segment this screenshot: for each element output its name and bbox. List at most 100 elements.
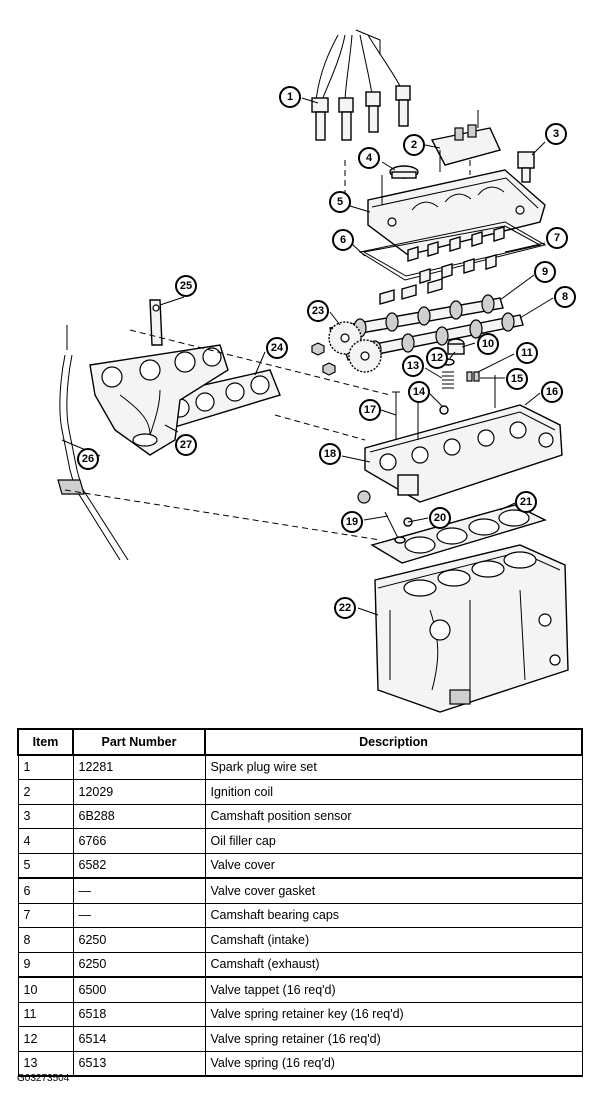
callout-19: 19 bbox=[341, 511, 363, 533]
cell-part-number: 12281 bbox=[72, 754, 206, 780]
callout-14: 14 bbox=[408, 381, 430, 403]
callout-20-label: 20 bbox=[434, 512, 446, 524]
cylinder-head bbox=[364, 391, 563, 503]
cell-item: 2 bbox=[17, 779, 74, 805]
callout-5-label: 5 bbox=[337, 196, 343, 208]
cell-part-number: — bbox=[72, 877, 206, 904]
cell-description: Valve cover bbox=[204, 852, 583, 879]
callout-25: 25 bbox=[175, 275, 197, 297]
callout-2-label: 2 bbox=[411, 139, 417, 151]
callout-25-label: 25 bbox=[180, 280, 192, 292]
oil-level-indicator-tube bbox=[57, 325, 129, 561]
callout-23: 23 bbox=[307, 300, 329, 322]
camshaft-bearing-caps bbox=[379, 226, 505, 305]
callout-6-label: 6 bbox=[340, 234, 346, 246]
spark-plug-wire-set bbox=[311, 29, 411, 141]
callout-10: 10 bbox=[477, 333, 499, 355]
callout-8-label: 8 bbox=[562, 291, 568, 303]
cell-description: Spark plug wire set bbox=[204, 754, 583, 780]
cell-item: 1 bbox=[17, 754, 74, 780]
figure-code: G03273504 bbox=[17, 1073, 70, 1084]
valve-cover-gasket bbox=[358, 221, 547, 281]
cell-description: Valve spring (16 req'd) bbox=[204, 1050, 583, 1077]
callout-10-label: 10 bbox=[482, 338, 494, 350]
callout-23-label: 23 bbox=[312, 305, 324, 317]
callout-26-label: 26 bbox=[82, 453, 94, 465]
camshaft-exhaust bbox=[329, 294, 504, 339]
cell-description: Ignition coil bbox=[204, 779, 583, 805]
callout-17: 17 bbox=[359, 399, 381, 421]
callout-1-label: 1 bbox=[287, 91, 293, 103]
callout-7-label: 7 bbox=[554, 232, 560, 244]
cell-item: 9 bbox=[17, 951, 74, 978]
callout-20: 20 bbox=[429, 507, 451, 529]
cell-item: 7 bbox=[17, 902, 74, 928]
camshaft-sprockets bbox=[311, 321, 382, 376]
callout-5: 5 bbox=[329, 191, 351, 213]
cell-part-number: 6B288 bbox=[72, 803, 206, 829]
table-row: 6—Valve cover gasket bbox=[17, 877, 583, 904]
callout-11-label: 11 bbox=[521, 347, 533, 359]
cell-item: 12 bbox=[17, 1026, 74, 1052]
cell-item: 6 bbox=[17, 877, 74, 904]
callout-13-label: 13 bbox=[407, 360, 419, 372]
header-item: Item bbox=[17, 728, 74, 756]
callout-8: 8 bbox=[554, 286, 576, 308]
cell-item: 5 bbox=[17, 852, 74, 879]
cell-part-number: 6582 bbox=[72, 852, 206, 879]
exploded-engine-diagram: 1 2 3 4 5 6 7 8 9 10 11 12 13 14 15 16 1… bbox=[57, 29, 576, 713]
cell-description: Oil filler cap bbox=[204, 828, 583, 854]
callout-15-label: 15 bbox=[511, 373, 523, 385]
callout-19-label: 19 bbox=[346, 516, 358, 528]
cell-item: 8 bbox=[17, 927, 74, 953]
callout-3: 3 bbox=[545, 123, 567, 145]
valves bbox=[357, 490, 413, 544]
callout-27: 27 bbox=[175, 434, 197, 456]
callout-4: 4 bbox=[358, 147, 380, 169]
valve-cover bbox=[367, 169, 546, 256]
callout-1: 1 bbox=[279, 86, 301, 108]
cylinder-block bbox=[374, 544, 569, 713]
cell-part-number: 6766 bbox=[72, 828, 206, 854]
camshaft-position-sensor bbox=[517, 151, 535, 183]
cell-part-number: 12029 bbox=[72, 779, 206, 805]
cell-description: Valve spring retainer key (16 req'd) bbox=[204, 1001, 583, 1027]
cell-part-number: 6514 bbox=[72, 1026, 206, 1052]
callout-21: 21 bbox=[515, 491, 537, 513]
cell-item: 3 bbox=[17, 803, 74, 829]
callout-7: 7 bbox=[546, 227, 568, 249]
table-header-row: Item Part Number Description bbox=[17, 728, 583, 756]
callout-22-label: 22 bbox=[339, 602, 351, 614]
manifold-bracket bbox=[149, 299, 163, 346]
cell-item: 11 bbox=[17, 1001, 74, 1027]
table-row: 7—Camshaft bearing caps bbox=[17, 902, 583, 928]
cell-description: Camshaft bearing caps bbox=[204, 902, 583, 928]
callout-16: 16 bbox=[541, 381, 563, 403]
callout-9-label: 9 bbox=[542, 266, 548, 278]
cell-description: Valve tappet (16 req'd) bbox=[204, 976, 583, 1003]
callout-18-label: 18 bbox=[324, 448, 336, 460]
callout-22: 22 bbox=[334, 597, 356, 619]
callout-27-label: 27 bbox=[180, 439, 192, 451]
header-description: Description bbox=[204, 728, 583, 756]
callout-9: 9 bbox=[534, 261, 556, 283]
callout-11: 11 bbox=[516, 342, 538, 364]
cell-part-number: 6500 bbox=[72, 976, 206, 1003]
cell-part-number: 6250 bbox=[72, 927, 206, 953]
cell-part-number: 6518 bbox=[72, 1001, 206, 1027]
callout-15: 15 bbox=[506, 368, 528, 390]
cell-item: 4 bbox=[17, 828, 74, 854]
cell-description: Camshaft (intake) bbox=[204, 927, 583, 953]
callout-6: 6 bbox=[332, 229, 354, 251]
exhaust-manifold bbox=[89, 344, 229, 456]
callout-21-label: 21 bbox=[520, 496, 532, 508]
